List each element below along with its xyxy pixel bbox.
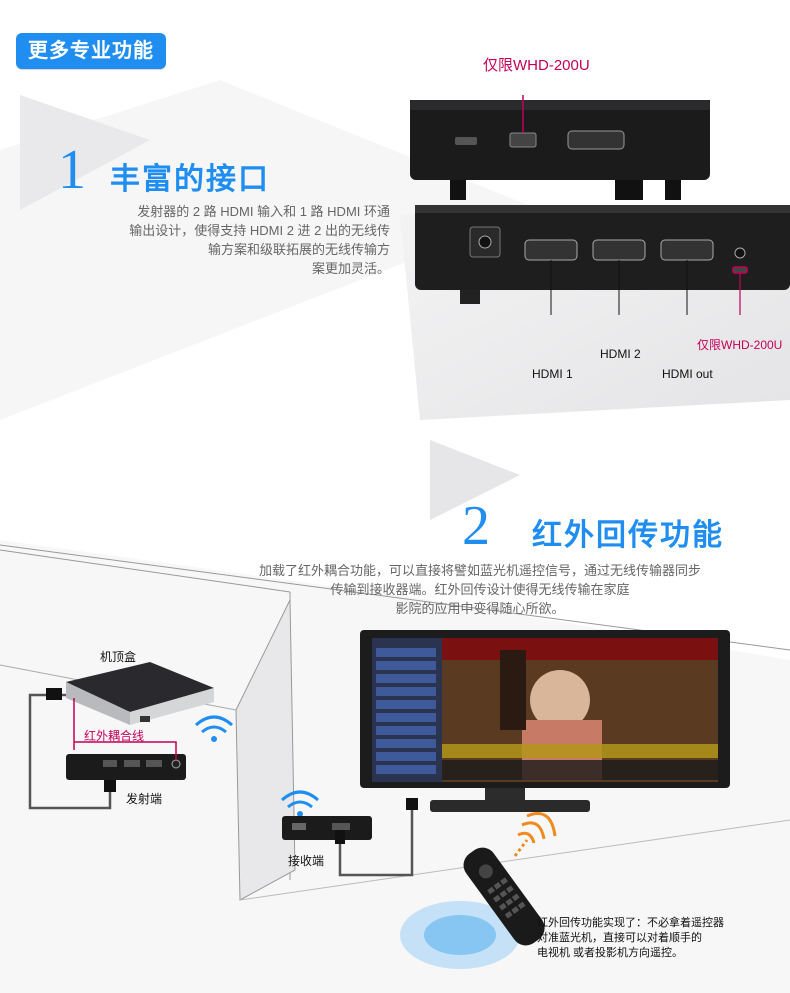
section2-description: 加载了红外耦合功能，可以直接将譬如蓝光机遥控信号，通过无线传输器同步 传输到接收… — [200, 561, 760, 618]
infrared-signal-icon — [513, 812, 557, 857]
label-transmitter: 发射端 — [126, 792, 163, 806]
label-set-top-box: 机顶盒 — [100, 650, 137, 664]
label-receiver: 接收端 — [288, 854, 325, 868]
set-top-box — [66, 662, 214, 725]
section2-title: 红外回传功能 — [532, 519, 724, 552]
section1-desc-line: 输方案和级联拓展的无线传输方 — [207, 242, 390, 257]
label-hdmi2: HDMI 2 — [600, 347, 641, 361]
wifi-icon — [195, 715, 233, 742]
note-line: 电视机 或者投影机方向遥控。 — [537, 947, 684, 959]
receiver-device — [282, 816, 372, 840]
label-ir-cable: 红外耦合线 — [84, 729, 145, 743]
section2-number: 2 — [462, 495, 490, 557]
ir-feature-note: 红外回传功能实现了：不必拿着遥控器 对准蓝光机，直接可以对着顺手的 电视机 或者… — [537, 916, 777, 961]
side-port-tag: 仅限WHD-200U — [697, 338, 783, 352]
section2-desc-line: 传输到接收器端。红外回传设计使得无线传输在家庭 — [330, 582, 630, 597]
transmitter-device — [66, 754, 186, 780]
remote-control — [463, 847, 545, 946]
label-hdmi-out: HDMI out — [662, 367, 713, 381]
section-badge: 更多专业功能 — [16, 33, 166, 69]
ir-return-illustration — [28, 630, 730, 946]
section2-desc-line: 影院的应用中变得随心所欲。 — [395, 601, 565, 616]
transmitter-ports-illustration — [410, 95, 790, 315]
label-hdmi1: HDMI 1 — [532, 367, 573, 381]
section1-number: 1 — [58, 139, 86, 201]
section1-title: 丰富的接口 — [110, 163, 270, 196]
note-line: 对准蓝光机，直接可以对着顺手的 — [537, 932, 702, 944]
wifi-icon — [281, 790, 319, 817]
note-line: 红外回传功能实现了：不必拿着遥控器 — [537, 917, 724, 929]
section1-desc-line: 案更加灵活。 — [311, 261, 390, 276]
television — [360, 630, 730, 812]
section1-desc-line: 输出设计，使得支持 HDMI 2 进 2 出的无线传 — [129, 223, 390, 238]
section1-description: 发射器的 2 路 HDMI 输入和 1 路 HDMI 环通 输出设计，使得支持 … — [70, 202, 390, 278]
top-port-tag: 仅限WHD-200U — [483, 57, 590, 74]
section2-desc-line: 加载了红外耦合功能，可以直接将譬如蓝光机遥控信号，通过无线传输器同步 — [258, 563, 701, 578]
section1-desc-line: 发射器的 2 路 HDMI 输入和 1 路 HDMI 环通 — [137, 204, 390, 219]
